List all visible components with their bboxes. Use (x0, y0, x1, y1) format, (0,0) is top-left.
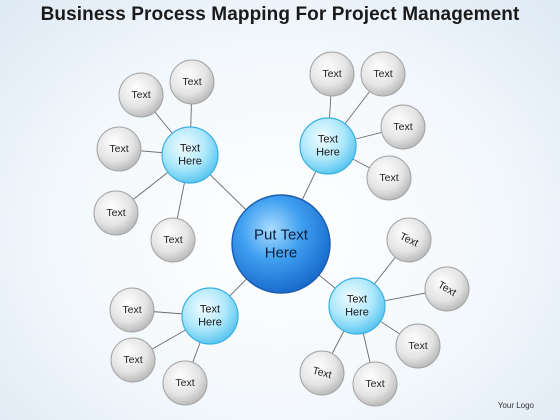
leaf-label: Text (106, 207, 125, 219)
leaf-circle (109, 287, 155, 333)
leaf-circle (169, 59, 215, 105)
leaf-label: Text (311, 365, 333, 382)
leaf-label: Text (182, 76, 201, 88)
page-title: Business Process Mapping For Project Man… (40, 4, 520, 25)
leaf-label: Text (175, 377, 194, 389)
leaf-label: Text (373, 68, 392, 80)
leaf-circle (395, 323, 441, 369)
leaf-node: Text (109, 287, 155, 333)
center-label: Put Text (254, 227, 309, 244)
leaf-node: Text (93, 190, 139, 236)
leaf-node: Text (360, 51, 406, 97)
leaf-circle (96, 126, 142, 172)
leaf-circle (93, 190, 139, 236)
leaf-label: Text (109, 143, 128, 155)
leaf-node: Text (424, 266, 470, 312)
leaf-label: Text (408, 340, 427, 352)
leaf-circle (424, 266, 470, 312)
leaf-node: Text (150, 217, 196, 263)
leaf-node: Text (110, 337, 156, 383)
hub-circle (181, 287, 239, 345)
hub-circle (328, 277, 386, 335)
hub-label: Text (200, 304, 220, 316)
leaf-node: Text (380, 104, 426, 150)
leaf-label: Text (365, 378, 384, 390)
hub-label: Text (318, 134, 338, 146)
leaf-circle (380, 104, 426, 150)
leaf-circle (352, 361, 398, 407)
leaf-label: Text (379, 172, 398, 184)
leaf-node: Text (352, 361, 398, 407)
hub-label: Here (178, 155, 202, 167)
leaf-label: Text (322, 68, 341, 80)
hub-label: Here (345, 306, 369, 318)
leaf-node: Text (299, 350, 345, 396)
leaf-node: Text (395, 323, 441, 369)
leaf-label: Text (122, 304, 141, 316)
leaf-node: Text (386, 217, 432, 263)
center-circle (231, 194, 331, 294)
leaf-label: Text (131, 89, 150, 101)
leaf-label: Text (123, 354, 142, 366)
hub-label: Here (198, 316, 222, 328)
leaf-node: Text (309, 51, 355, 97)
leaf-label: Text (163, 234, 182, 246)
leaf-node: Text (96, 126, 142, 172)
hub-circle (161, 126, 219, 184)
leaf-circle (299, 350, 345, 396)
leaf-circle (118, 72, 164, 118)
leaf-label: Text (393, 121, 412, 133)
leaf-node: Text (366, 155, 412, 201)
center-label: Here (265, 244, 298, 261)
logo-text: Your Logo (497, 401, 534, 410)
hub-circle (299, 117, 357, 175)
leaf-circle (110, 337, 156, 383)
leaf-node: Text (169, 59, 215, 105)
hub-label: Text (180, 143, 200, 155)
leaf-circle (360, 51, 406, 97)
leaf-node: Text (118, 72, 164, 118)
leaf-circle (309, 51, 355, 97)
leaf-node: Text (162, 360, 208, 406)
hub-label: Here (316, 146, 340, 158)
leaf-circle (162, 360, 208, 406)
leaf-circle (366, 155, 412, 201)
leaf-circle (150, 217, 196, 263)
leaf-circle (386, 217, 432, 263)
hub-label: Text (347, 294, 367, 306)
